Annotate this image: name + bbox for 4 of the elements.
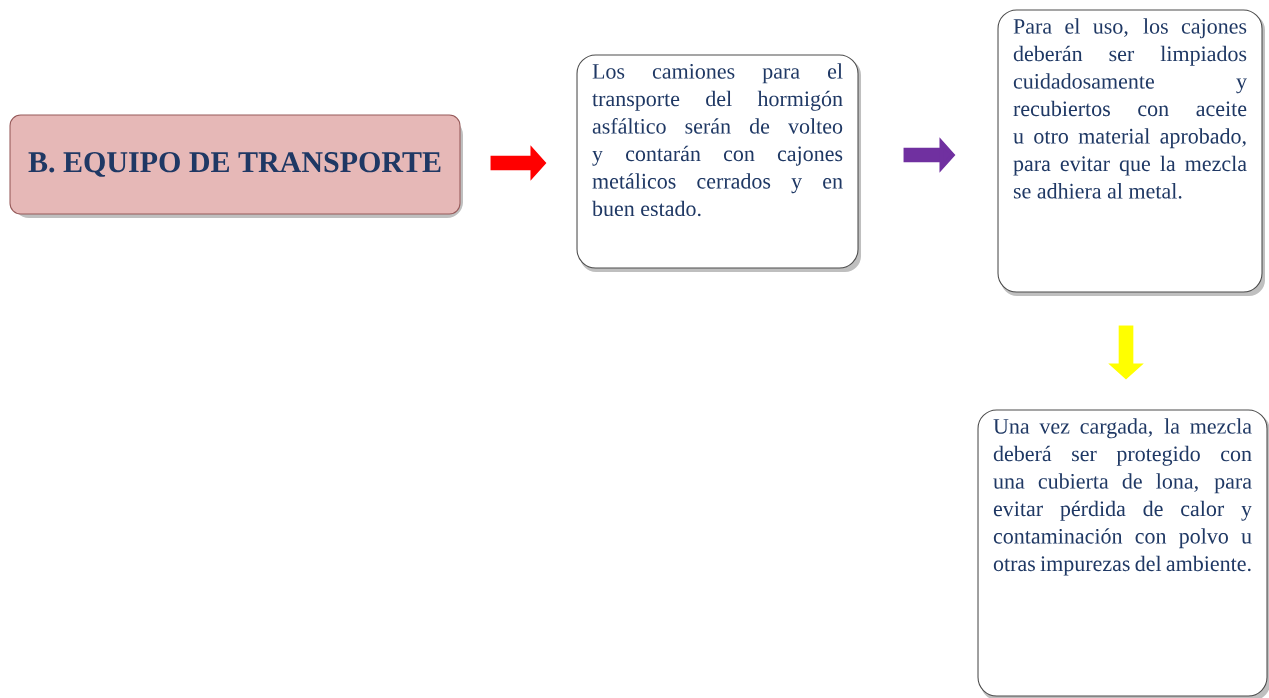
text-box: Los camiones para el transporte del hormigón asfáltico serán de volteo y contarán con cajones metálicos cerrados y en buen estado. xyxy=(576,54,859,269)
text-box: Una vez cargada, la mezcla deberá ser protegido con una cubierta de lona, para evitar pérdida de calor y contaminación con polvo u otras impurezas del ambiente. xyxy=(977,409,1268,697)
text-box: Para el uso, los cajones deberán ser limpiados cuidadosamente y recubiertos con aceite u otro material aprobado, para evitar que la mezcla se adhiera al metal. xyxy=(997,9,1263,293)
title-box: B. EQUIPO DE TRANSPORTE xyxy=(9,114,461,215)
